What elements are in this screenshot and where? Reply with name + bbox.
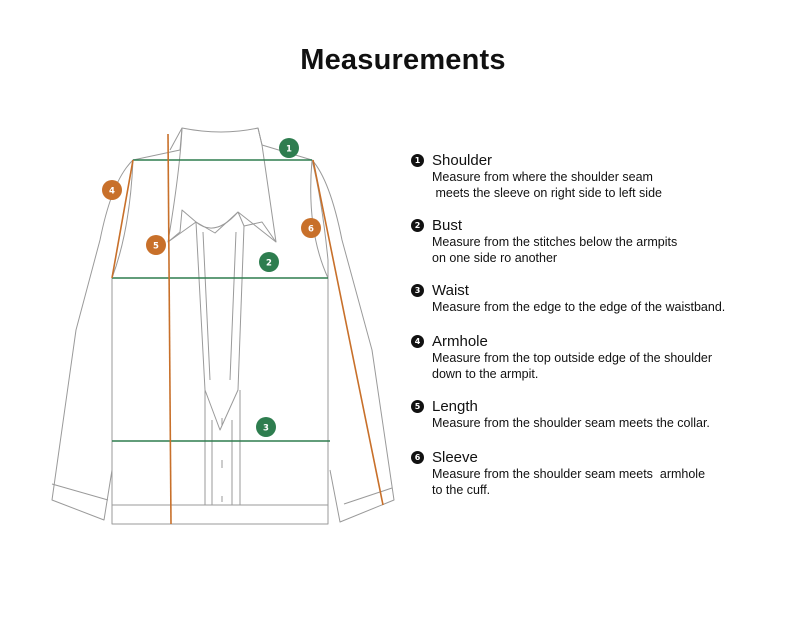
legend-name: Shoulder xyxy=(432,152,493,169)
number-3-icon: 3 xyxy=(411,284,424,297)
page-title: Measurements xyxy=(300,44,506,76)
marker-1: 1 xyxy=(279,138,299,158)
number-2-icon: 2 xyxy=(411,219,424,232)
marker-2: 2 xyxy=(259,252,279,272)
marker-3: 3 xyxy=(256,417,276,437)
marker-6-label: 6 xyxy=(308,225,314,235)
number-6-icon: 6 xyxy=(411,451,424,464)
marker-4-label: 4 xyxy=(109,187,115,197)
legend-name: Length xyxy=(432,398,478,415)
legend-item-sleeve: 6 Sleeve Measure from the shoulder seam … xyxy=(411,449,791,498)
marker-3-label: 3 xyxy=(263,424,269,434)
legend-description: Measure from the shoulder seam meets the… xyxy=(432,415,791,431)
green-measurement-lines xyxy=(112,159,330,442)
legend-item-length: 5 Length Measure from the shoulder seam … xyxy=(411,398,791,431)
legend-description: Measure from the top outside edge of the… xyxy=(432,350,791,382)
legend-name: Waist xyxy=(432,282,469,299)
legend-name: Armhole xyxy=(432,333,488,350)
legend-description-line: Measure from the top outside edge of the… xyxy=(432,351,713,365)
marker-4: 4 xyxy=(102,180,122,200)
number-1-icon: 1 xyxy=(411,154,424,167)
legend-description: Measure from where the shoulder seam mee… xyxy=(432,169,791,201)
legend-item-bust: 2 Bust Measure from the stitches below t… xyxy=(411,217,791,266)
legend-description-line: Measure from the shoulder seam meets arm… xyxy=(432,467,706,481)
legend-description: Measure from the shoulder seam meets arm… xyxy=(432,466,791,498)
legend-description: Measure from the stitches below the armp… xyxy=(432,234,791,266)
legend-description: Measure from the edge to the edge of the… xyxy=(432,299,791,315)
legend-description-line: Measure from the edge to the edge of the… xyxy=(432,300,726,314)
legend-item-waist: 3 Waist Measure from the edge to the edg… xyxy=(411,282,791,315)
marker-1-label: 1 xyxy=(286,145,292,155)
sleeve-line xyxy=(312,159,384,506)
legend-item-shoulder: 1 Shoulder Measure from where the should… xyxy=(411,152,791,201)
number-5-icon: 5 xyxy=(411,400,424,413)
marker-5: 5 xyxy=(146,235,166,255)
length-line xyxy=(167,133,172,525)
marker-6: 6 xyxy=(301,218,321,238)
legend-item-armhole: 4 Armhole Measure from the top outside e… xyxy=(411,333,791,382)
legend-description-line: Measure from the stitches below the armp… xyxy=(432,235,678,249)
orange-measurement-lines xyxy=(111,133,384,525)
legend-description-line: to the cuff. xyxy=(432,483,491,497)
legend-description-line: on one side ro another xyxy=(432,251,558,265)
number-4-icon: 4 xyxy=(411,335,424,348)
armhole-line xyxy=(111,159,134,279)
marker-2-label: 2 xyxy=(266,259,272,269)
legend-name: Sleeve xyxy=(432,449,478,466)
legend-name: Bust xyxy=(432,217,463,234)
shirt-outline xyxy=(51,127,395,525)
legend-description-line: meets the sleeve on right side to left s… xyxy=(432,186,662,200)
legend-description-line: down to the armpit. xyxy=(432,367,539,381)
legend-description-line: Measure from where the shoulder seam xyxy=(432,170,653,184)
legend-description-line: Measure from the shoulder seam meets the… xyxy=(432,416,710,430)
marker-5-label: 5 xyxy=(153,242,159,252)
